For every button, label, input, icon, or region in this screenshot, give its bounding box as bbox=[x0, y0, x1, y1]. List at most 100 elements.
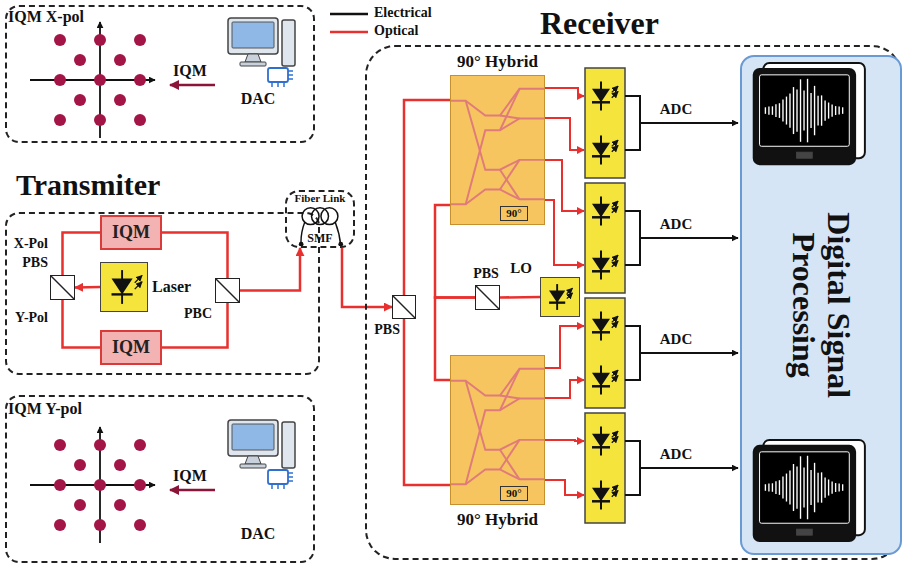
drawing-part bbox=[54, 479, 66, 491]
drawing-part bbox=[592, 319, 610, 333]
legend-line bbox=[330, 13, 368, 16]
drawing-part bbox=[228, 420, 278, 456]
hybrid-box: 90° Hybrid90° bbox=[450, 355, 545, 505]
drawing-part bbox=[625, 211, 640, 265]
node-label: IQM Y-pol bbox=[8, 400, 82, 418]
dsp-symbol-part bbox=[817, 96, 818, 126]
drawing-part bbox=[592, 101, 610, 104]
drawing-part bbox=[640, 352, 738, 354]
node-sublabel: 90° bbox=[500, 486, 528, 501]
drawing-part bbox=[114, 94, 126, 106]
dsp-box: Digital Signal Processing bbox=[740, 55, 902, 555]
node-label: 90° Hybrid bbox=[440, 510, 555, 530]
splitter: PBS bbox=[475, 285, 500, 310]
drawing-part bbox=[585, 413, 625, 523]
dsp-symbol-part bbox=[754, 446, 855, 541]
node-label: PBC bbox=[168, 306, 212, 322]
dsp-symbol-part bbox=[814, 86, 815, 135]
dsp-symbol-part bbox=[765, 484, 766, 491]
drawing-part bbox=[612, 207, 618, 213]
drawing-part bbox=[592, 500, 610, 503]
drawing-part bbox=[612, 431, 618, 437]
drawing-part bbox=[74, 499, 86, 511]
dsp-symbol-part bbox=[842, 107, 843, 114]
dsp-symbol-part bbox=[838, 484, 839, 492]
drawing-part bbox=[277, 484, 279, 489]
drawing-part bbox=[114, 54, 126, 66]
drawing-part bbox=[612, 261, 618, 267]
laser-symbol-part bbox=[112, 279, 133, 295]
hyb-symbol-part bbox=[466, 469, 544, 484]
drawing-part bbox=[612, 86, 618, 92]
coil-symbol-part bbox=[299, 242, 304, 246]
dsp-symbol-part bbox=[831, 104, 832, 116]
iq-modulator: IQM bbox=[100, 215, 162, 250]
legend-text: Electrical bbox=[374, 5, 432, 21]
drawing-part bbox=[545, 326, 584, 368]
hyb-symbol bbox=[451, 76, 544, 224]
drawing-part bbox=[592, 204, 610, 218]
dsp-symbol-part bbox=[786, 474, 787, 502]
pbs-symbol bbox=[216, 279, 239, 302]
drawing-part bbox=[612, 491, 618, 497]
node-sublabel: 90° bbox=[500, 206, 528, 221]
drawing-part bbox=[592, 385, 610, 388]
dsp-symbol-part bbox=[789, 94, 790, 128]
legend-line bbox=[330, 31, 368, 34]
dsp-symbol-part bbox=[797, 152, 813, 158]
splitter: PBS bbox=[50, 275, 75, 300]
optical-link bbox=[75, 286, 100, 289]
drawing-part bbox=[625, 441, 640, 495]
drawing-part bbox=[545, 480, 584, 495]
drawing-part bbox=[545, 380, 584, 398]
drawing-part bbox=[114, 459, 126, 471]
drawing-part bbox=[612, 370, 618, 376]
dsp-symbol-part bbox=[772, 106, 773, 115]
hyb-symbol-part bbox=[500, 369, 520, 410]
laser-symbol-part bbox=[135, 275, 142, 282]
drawing-part bbox=[612, 146, 618, 152]
pbs-symbol bbox=[393, 296, 415, 318]
dsp-symbol-part bbox=[842, 484, 843, 491]
drawing-part bbox=[134, 74, 146, 86]
dsp-symbol-part bbox=[775, 104, 776, 117]
drawing-part bbox=[74, 459, 86, 471]
hybrid-box: 90° Hybrid90° bbox=[450, 75, 545, 225]
pbs-symbol-part bbox=[393, 296, 415, 318]
drawing-part bbox=[288, 472, 293, 474]
optical-link bbox=[162, 303, 228, 348]
drawing-part bbox=[134, 519, 146, 531]
drawing-part bbox=[170, 84, 215, 87]
drawing-part bbox=[612, 322, 618, 328]
combiner: PBC bbox=[215, 278, 240, 303]
node-label: IQM X-pol bbox=[8, 8, 84, 26]
dsp-symbol-part bbox=[765, 107, 766, 114]
transmitter-panel: TransmiterIQMIQMLaserPBSPBC bbox=[5, 212, 320, 375]
dsp-symbol-part bbox=[821, 472, 822, 502]
hyb-symbol bbox=[451, 356, 544, 504]
polarization-label: X-Pol bbox=[4, 236, 48, 252]
dsp-symbol-part bbox=[779, 480, 780, 495]
dsp-symbol-part bbox=[803, 467, 804, 507]
dsp-symbol-part bbox=[817, 473, 818, 503]
drawing-part bbox=[592, 446, 610, 449]
drawing-part bbox=[114, 499, 126, 511]
node-sublabel: DAC bbox=[228, 90, 288, 108]
dsp-symbol-part bbox=[796, 466, 797, 508]
drawing-part bbox=[245, 54, 261, 62]
drawing-part bbox=[625, 326, 640, 380]
coil-symbol-part bbox=[338, 242, 343, 246]
pbs-symbol-part bbox=[216, 279, 239, 302]
drawing-part bbox=[612, 255, 618, 261]
dac-panel: IQM X-polIQMDAC bbox=[5, 5, 315, 143]
hyb-symbol-part bbox=[500, 115, 520, 118]
hyb-symbol-part bbox=[451, 398, 544, 484]
node-label: Receiver bbox=[540, 5, 659, 42]
drawing-part bbox=[612, 485, 618, 491]
drawing-part bbox=[612, 201, 618, 207]
node-label: IQM bbox=[112, 338, 150, 358]
drawing-part bbox=[271, 484, 273, 489]
node-sublabel: DAC bbox=[228, 525, 288, 543]
drawing-part bbox=[592, 155, 610, 158]
node-label: PBS bbox=[4, 255, 48, 271]
